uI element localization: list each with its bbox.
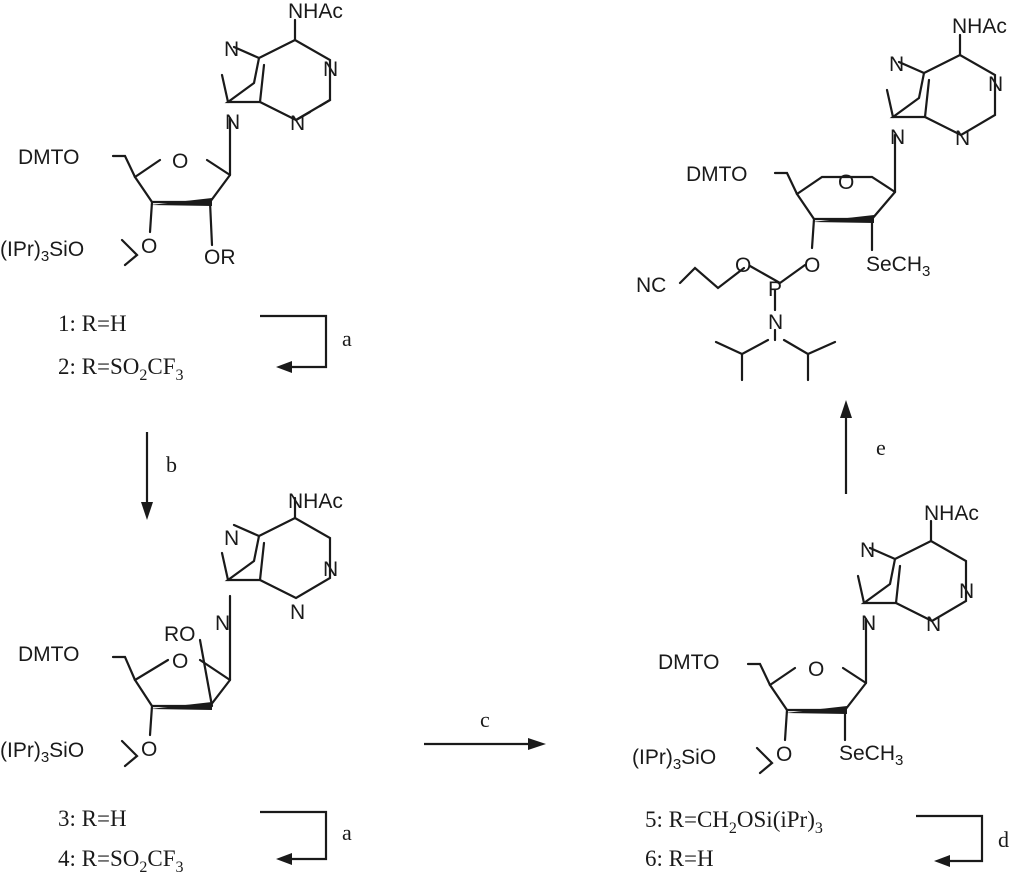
tips-label: (IPr)3SiO	[0, 739, 84, 766]
nhac-label: NHAc	[288, 490, 343, 513]
n-label: N	[323, 558, 338, 581]
n-label: N	[860, 539, 875, 562]
oxygen-label: O	[776, 743, 792, 766]
nhac-label: NHAc	[288, 0, 343, 23]
nhac-label: NHAc	[924, 502, 979, 525]
n-label: N	[889, 53, 904, 76]
step-b-label: b	[166, 452, 177, 477]
step-c-label: c	[480, 707, 490, 732]
sech3-label: SeCH3	[866, 253, 930, 280]
compound-1-caption: 1: R=H	[58, 311, 127, 336]
nc-label: NC	[636, 274, 666, 297]
step-c-arrow: c	[424, 707, 546, 750]
ring-oxygen-label: O	[172, 150, 188, 173]
tips-label: (IPr)3SiO	[632, 746, 716, 773]
dmto-label: DMTO	[18, 146, 79, 169]
compound-5-caption: 5: R=CH2OSi(iPr)3	[645, 807, 823, 837]
n-label: N	[323, 58, 338, 81]
molecule-3: NHAc N N N N DMTO O RO O (IPr)3SiO 3: R=…	[0, 490, 343, 876]
phosphorus-label: P	[768, 278, 782, 301]
step-d-label: d	[998, 827, 1009, 852]
molecule-7: NHAc N N N N DMTO O O SeCH3 NC O P N	[636, 15, 1007, 382]
compound-2-caption: 2: R=SO2CF3	[58, 354, 184, 384]
compound-4-caption: 4: R=SO2CF3	[58, 846, 184, 876]
compound-6-caption: 6: R=H	[645, 846, 714, 871]
ro-label: RO	[164, 623, 196, 646]
n-label: N	[290, 601, 305, 624]
oxygen-label: O	[804, 254, 820, 277]
step-a-arrow: a	[260, 810, 352, 865]
molecule-5: NHAc N N N N DMTO O O SeCH3 (IPr)3SiO 5:…	[632, 502, 979, 871]
sech3-label: SeCH3	[839, 742, 903, 769]
amine-n-label: N	[768, 311, 783, 334]
n-label: N	[959, 580, 974, 603]
ring-oxygen-label: O	[808, 658, 824, 681]
n-label: N	[890, 126, 905, 149]
oxygen-label: O	[141, 738, 157, 761]
n-label: N	[215, 612, 230, 635]
oxygen-label: O	[141, 235, 157, 258]
n-label: N	[224, 38, 239, 61]
step-e-label: e	[876, 435, 886, 460]
n-label: N	[225, 111, 240, 134]
nhac-label: NHAc	[952, 15, 1007, 38]
n-label: N	[988, 73, 1003, 96]
step-e-arrow: e	[840, 400, 886, 494]
step-a-arrow: a	[260, 314, 352, 373]
step-d-arrow: d	[916, 814, 1009, 867]
ring-oxygen-label: O	[172, 650, 188, 673]
oxygen-label: O	[735, 254, 751, 277]
or-label: OR	[204, 246, 236, 269]
dmto-label: DMTO	[686, 163, 747, 186]
dmto-label: DMTO	[658, 651, 719, 674]
step-b-arrow: b	[141, 432, 177, 520]
step-a-label: a	[342, 326, 352, 351]
n-label: N	[926, 613, 941, 636]
tips-label: (IPr)3SiO	[0, 238, 84, 265]
n-label: N	[224, 527, 239, 550]
n-label: N	[290, 112, 305, 135]
compound-3-caption: 3: R=H	[58, 806, 127, 831]
ring-oxygen-label: O	[838, 171, 854, 194]
dmto-label: DMTO	[18, 643, 79, 666]
step-a-label: a	[342, 820, 352, 845]
n-label: N	[861, 612, 876, 635]
molecule-1: NHAc N N N N DMTO O O OR (IPr)3SiO 1: R=…	[0, 0, 343, 384]
n-label: N	[955, 127, 970, 150]
